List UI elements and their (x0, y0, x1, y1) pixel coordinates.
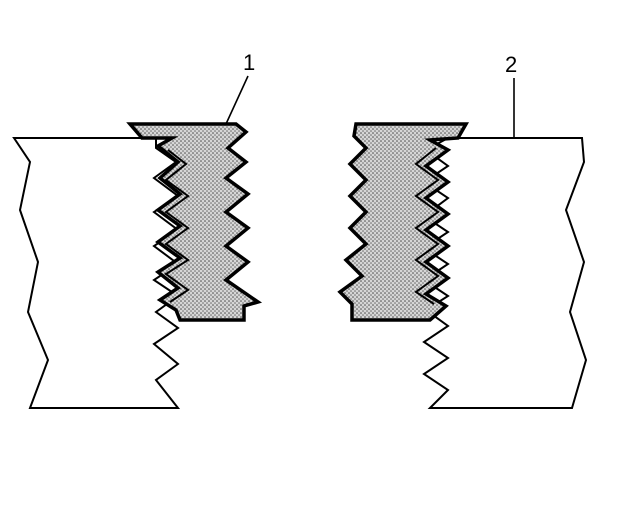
callout-number-1: 1 (243, 50, 255, 75)
callout-1: 1 (225, 50, 255, 125)
left-base-block (12, 137, 181, 409)
leader-line-1 (225, 75, 249, 125)
left-threaded-section (12, 122, 263, 409)
right-thread-insert (337, 122, 470, 322)
callout-2: 2 (505, 52, 517, 138)
callout-number-2: 2 (505, 52, 517, 77)
left-thread-insert (126, 122, 263, 322)
left-inner-thread (164, 149, 190, 303)
right-inner-thread (414, 147, 440, 305)
right-threaded-section (337, 122, 588, 409)
right-base-block (422, 137, 588, 409)
